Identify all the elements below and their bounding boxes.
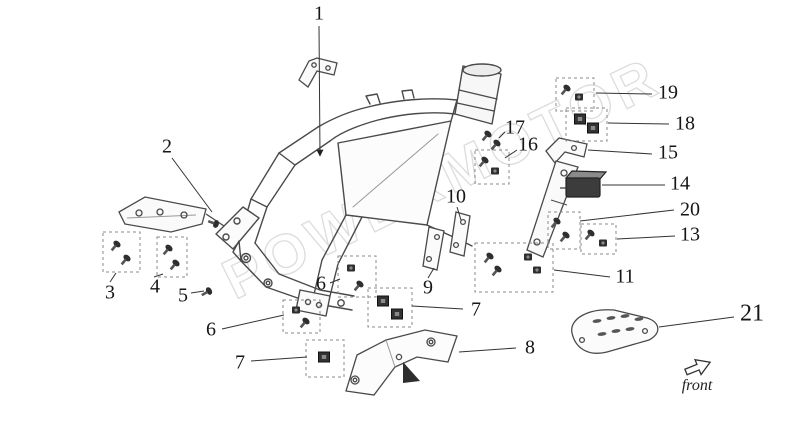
leader-line-13 [616,235,676,240]
callout-label-3: 3 [105,281,115,304]
hardware-box-7b [305,339,345,378]
leader-line-10 [456,206,462,221]
leader-line-21 [658,316,735,328]
callout-label-2: 2 [162,135,172,158]
screw-icon [489,264,503,278]
leader-line-20 [579,209,675,222]
leader-line-6a [329,278,341,284]
hardware-box-13 [580,223,617,255]
screw-icon [297,316,311,330]
leader-lines [109,25,735,362]
callout-label-14: 14 [670,172,690,195]
screw-icon [481,251,495,265]
nut-icon [533,266,541,274]
callout-label-15: 15 [658,141,678,164]
hardware-box-11 [474,242,554,293]
hardware-box-20 [547,211,581,250]
leader-line-2 [171,157,213,213]
part-1-bracket [298,57,338,88]
screw-icon [351,279,365,293]
screw-icon [108,239,122,253]
hardware-box-7a [367,287,413,328]
leader-line-8 [458,347,517,353]
hardware-box-19 [555,77,595,112]
callout-label-6a: 6 [316,272,326,295]
leader-line-5 [190,290,205,294]
callout-label-16: 16 [518,133,538,156]
hardware-box-6a [337,255,377,298]
callout-label-21: 21 [740,300,764,327]
leader-line-9 [427,267,435,279]
clip-nut-icon [391,308,403,320]
nut-icon [575,93,583,101]
clip-nut-icon [574,113,586,125]
screw-icon [118,253,132,267]
nut-icon [292,306,300,314]
leader-line-7a [411,305,464,310]
front-arrow-icon [684,358,712,376]
callout-label-1: 1 [314,2,324,25]
callout-label-8: 8 [525,336,535,359]
callout-label-10: 10 [446,185,466,208]
screw-icon [160,243,174,257]
leader-line-7b [250,356,308,362]
leader-line-18 [607,122,670,125]
callout-label-7a: 7 [471,298,481,321]
screw-icon [582,228,596,242]
hardware-boxes [102,77,617,378]
hardware-box-3 [102,231,141,273]
callout-label-18: 18 [675,112,695,135]
front-label: front [681,377,713,394]
screw-icon [167,258,181,272]
callout-label-4: 4 [150,275,160,298]
callout-label-9: 9 [423,276,433,299]
nut-icon [599,239,607,247]
screw-icon [199,286,214,299]
hardware-box-6b [282,299,321,334]
leader-line-3 [109,272,117,283]
main-frame-illustration [215,63,502,317]
callout-label-7b: 7 [235,351,245,374]
part-9-bracket [422,226,445,271]
leader-line-16 [504,149,518,159]
nut-icon [347,264,355,272]
leader-line-15 [587,149,653,155]
clip-nut-icon [587,122,599,134]
callout-label-13: 13 [680,223,700,246]
leader-line-19 [595,92,653,95]
callout-label-19: 19 [658,81,678,104]
part-15-stay [526,137,588,258]
callout-label-5: 5 [178,284,188,307]
leader-line-6b [221,314,285,330]
leader-line-17 [498,131,506,139]
part-14-mount [560,170,608,198]
leader-line-4 [153,273,164,278]
hardware-box-18 [565,107,608,142]
nut-icon [524,253,532,261]
callout-label-11: 11 [615,265,635,288]
leader-line-1 [316,25,324,157]
callout-label-17: 17 [505,116,525,139]
part-8-bracket [345,329,458,396]
clip-nut-icon [377,295,389,307]
nut-icon [491,167,499,175]
part-10-bracket [449,211,471,257]
hardware-box-4 [156,236,188,278]
leader-line-11 [553,269,611,278]
clip-nut-icon [318,351,330,363]
hardware-box-16 [474,149,510,185]
screw-icon [557,230,571,244]
callout-label-6b: 6 [206,318,216,341]
part-2-plate [118,196,225,233]
part-21-footrest [571,309,659,354]
callout-label-20: 20 [680,198,700,221]
